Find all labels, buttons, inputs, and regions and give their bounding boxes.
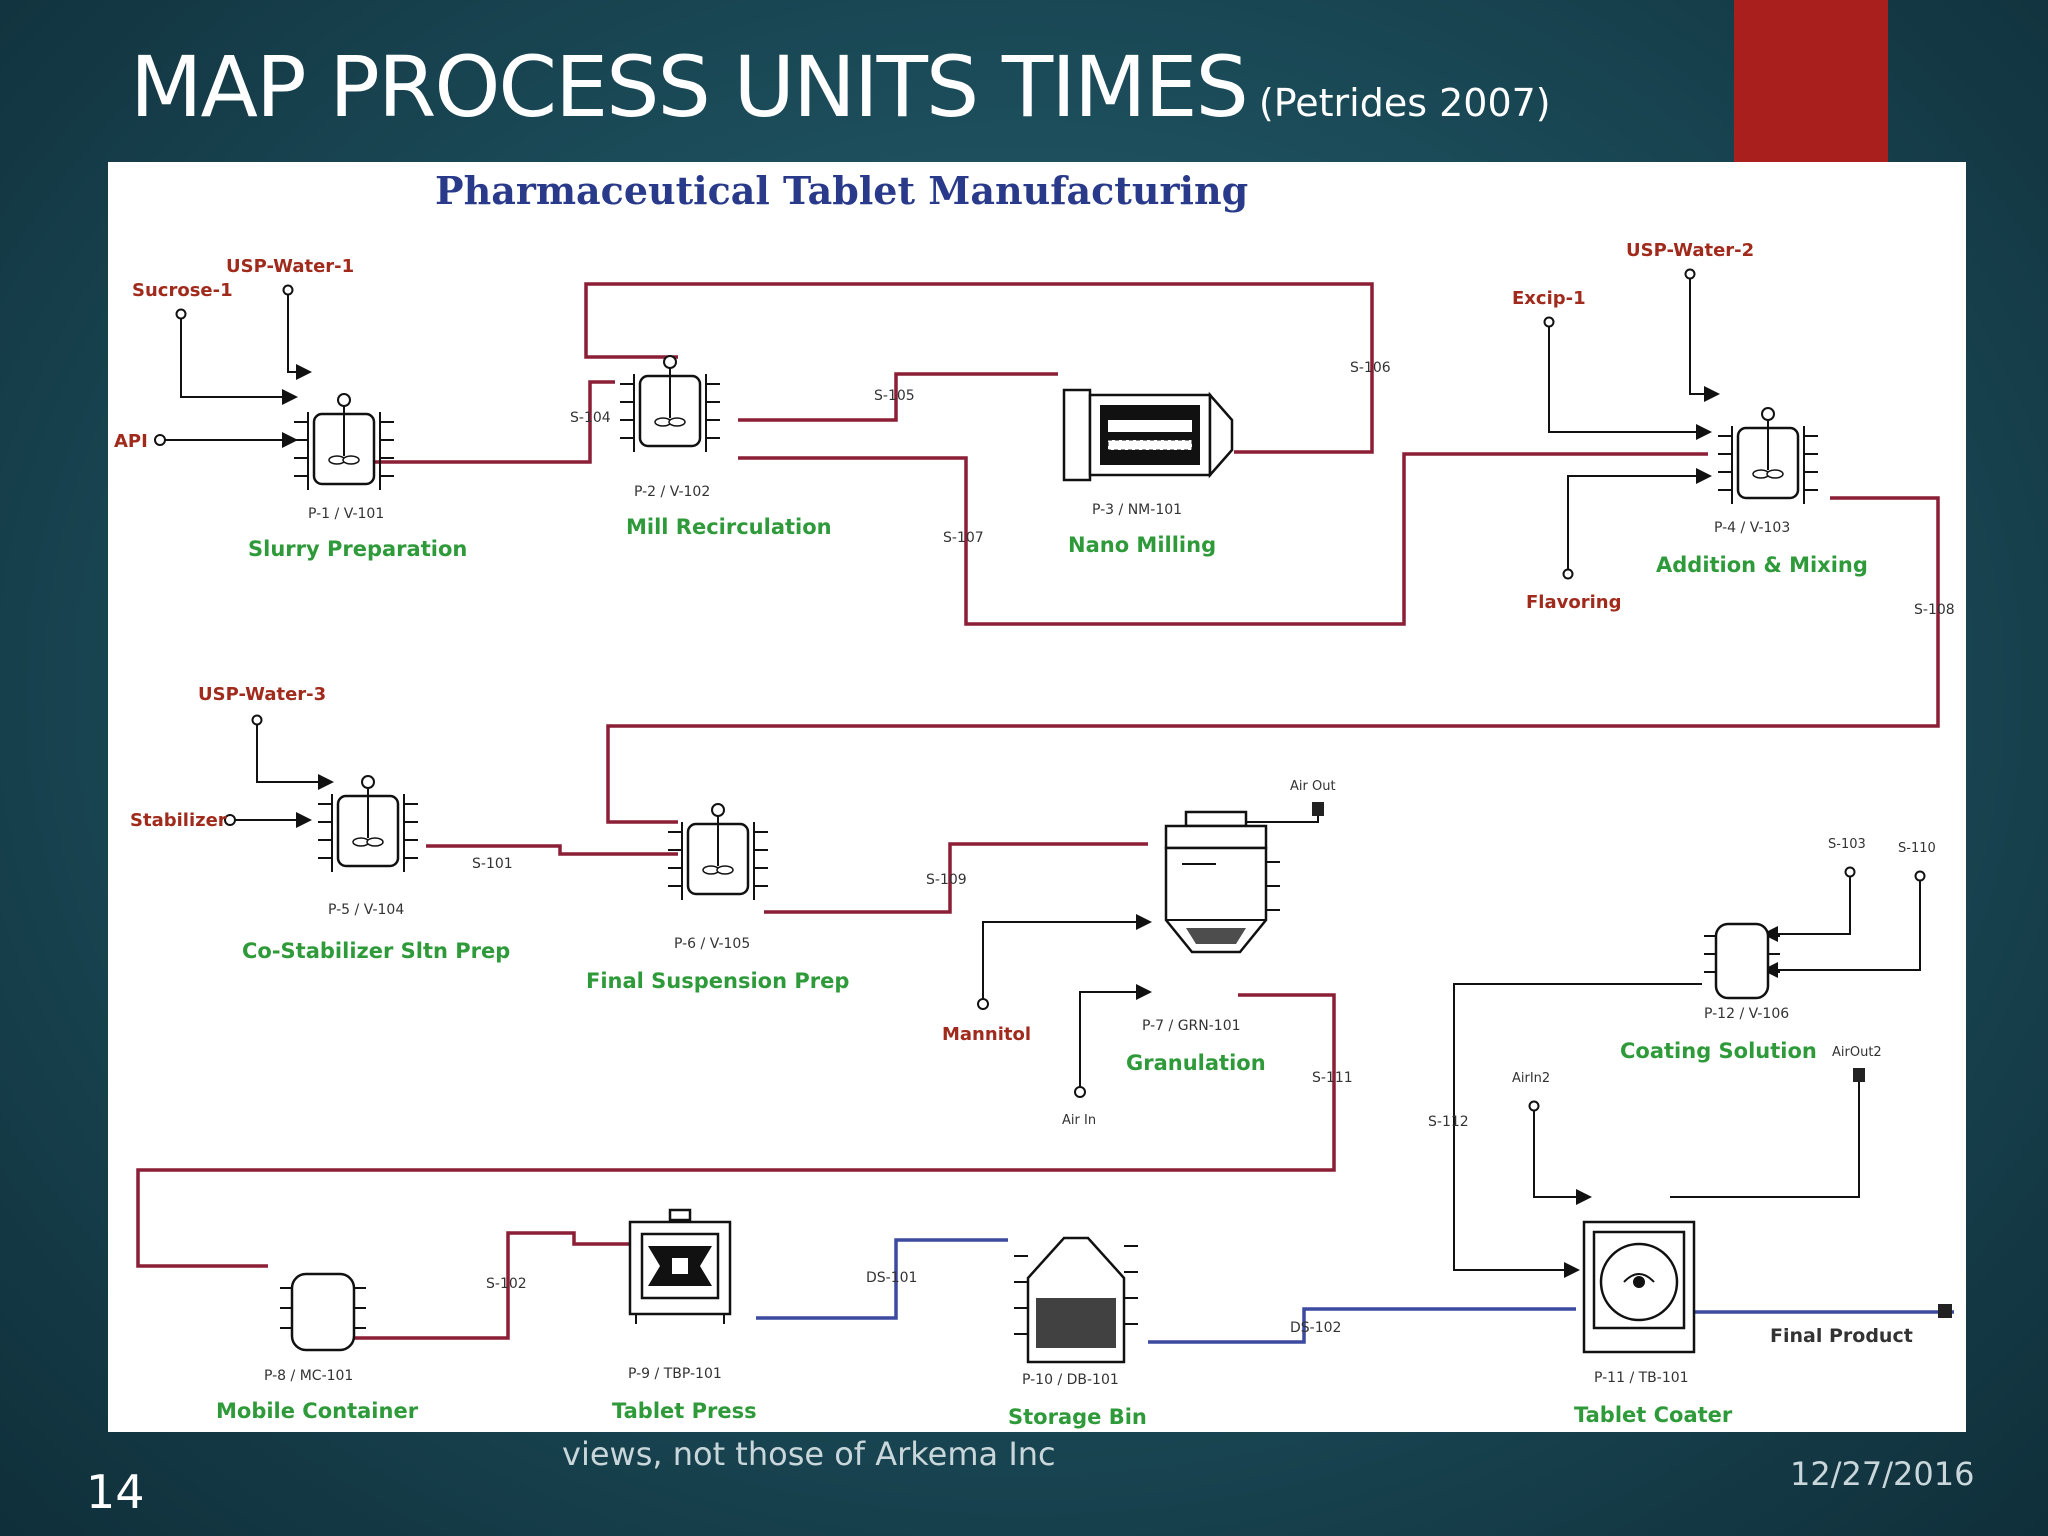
unit-tag-p1: P-1 / V-101 [308, 506, 384, 522]
feed-lines [160, 274, 1921, 1278]
unit-label-p2: Mill Recirculation [626, 515, 832, 539]
slide-date: 12/27/2016 [1790, 1455, 1975, 1493]
unit-label-p6: Final Suspension Prep [586, 969, 849, 993]
unit-label-p9: Tablet Press [612, 1399, 757, 1423]
inlet-label-airin2: AirIn2 [1512, 1071, 1550, 1086]
stream-label-s112: S-112 [1428, 1114, 1469, 1130]
inlet-label-air-in: Air In [1062, 1113, 1096, 1128]
unit-p2-vessel [620, 355, 720, 452]
stream-label-s108: S-108 [1914, 602, 1955, 618]
unit-p3-nano-mill [1062, 388, 1234, 482]
unit-p11-tablet-coater [1582, 1220, 1696, 1354]
stream-label-s104: S-104 [570, 410, 611, 426]
stream-label-s109: S-109 [926, 872, 967, 888]
slide-title-text: MAP PROCESS UNITS TIMES [130, 38, 1249, 136]
flowsheet-panel: Pharmaceutical Tablet Manufacturing [108, 162, 1966, 1432]
unit-tag-p11: P-11 / TB-101 [1594, 1370, 1689, 1386]
inlet-label-air-out: Air Out [1290, 779, 1336, 794]
unit-tag-p5: P-5 / V-104 [328, 902, 404, 918]
inlet-label-s110: S-110 [1898, 841, 1936, 856]
unit-tag-p3: P-3 / NM-101 [1092, 502, 1182, 518]
unit-labels: P-1 / V-101 Slurry Preparation P-2 / V-1… [216, 484, 1868, 1429]
inlet-labels: Sucrose-1 USP-Water-1 API Excip-1 USP-Wa… [114, 240, 1936, 1347]
inlet-label-uspwater2: USP-Water-2 [1626, 240, 1754, 261]
unit-p12-coating-vessel [1704, 922, 1780, 1000]
unit-p5-vessel [318, 775, 418, 872]
inlet-label-flavoring: Flavoring [1526, 592, 1621, 613]
unit-label-p4: Addition & Mixing [1656, 553, 1868, 577]
unit-tag-p9: P-9 / TBP-101 [628, 1366, 722, 1382]
stream-label-s105: S-105 [874, 388, 915, 404]
unit-p8-mobile-container [280, 1272, 366, 1352]
stream-labels: S-104 S-105 S-106 S-107 S-108 S-101 S-10… [472, 360, 1955, 1336]
stream-line-s104 [318, 380, 615, 464]
flowsheet-diagram: Pharmaceutical Tablet Manufacturing [114, 168, 1955, 1429]
unit-label-p10: Storage Bin [1008, 1405, 1147, 1429]
stream-line-ds101 [756, 1238, 1008, 1320]
slide-number: 14 [86, 1465, 145, 1519]
inlet-label-api: API [114, 431, 148, 452]
unit-label-p8: Mobile Container [216, 1399, 419, 1423]
slide-title: MAP PROCESS UNITS TIMES(Petrides 2007) [130, 38, 1551, 136]
stream-line-s102 [352, 1231, 630, 1340]
liquid-streams [136, 282, 1940, 1340]
unit-tag-p4: P-4 / V-103 [1714, 520, 1790, 536]
stream-line-ds102 [1148, 1307, 1576, 1344]
unit-tag-p7: P-7 / GRN-101 [1142, 1018, 1241, 1034]
solid-streams [756, 1238, 1954, 1344]
unit-tag-p12: P-12 / V-106 [1704, 1006, 1789, 1022]
stream-label-s106: S-106 [1350, 360, 1391, 376]
stream-label-s107: S-107 [943, 530, 984, 546]
stream-label-s102: S-102 [486, 1276, 527, 1292]
unit-label-p12: Coating Solution [1620, 1039, 1817, 1063]
inlet-label-airout2: AirOut2 [1832, 1045, 1882, 1060]
diagram-title: Pharmaceutical Tablet Manufacturing [435, 168, 1248, 213]
unit-p9-tablet-press [628, 1208, 732, 1324]
inlet-label-s103: S-103 [1828, 837, 1866, 852]
unit-label-p5: Co-Stabilizer Sltn Prep [242, 939, 510, 963]
stream-label-s111: S-111 [1312, 1070, 1353, 1086]
accent-bar [1734, 0, 1888, 162]
unit-p1-vessel [294, 393, 394, 490]
unit-p6-vessel [668, 803, 768, 900]
unit-label-p11: Tablet Coater [1574, 1403, 1733, 1427]
stream-label-ds102: DS-102 [1290, 1320, 1341, 1336]
stream-label-ds101: DS-101 [866, 1270, 917, 1286]
unit-tag-p2: P-2 / V-102 [634, 484, 710, 500]
stream-line-s111 [136, 993, 1336, 1268]
stream-line-s101 [426, 844, 678, 856]
stream-line-s107 [738, 452, 1708, 626]
final-product-label: Final Product [1770, 1325, 1913, 1347]
unit-p7-granulator [1164, 810, 1280, 954]
inlet-label-uspwater1: USP-Water-1 [226, 256, 354, 277]
final-product-outlet-icon [1938, 1304, 1952, 1318]
stream-line-s105 [738, 372, 1058, 422]
unit-tag-p8: P-8 / MC-101 [264, 1368, 353, 1384]
slide-citation: (Petrides 2007) [1258, 81, 1551, 125]
stream-label-s101: S-101 [472, 856, 513, 872]
footer-disclaimer: views, not those of Arkema Inc [562, 1435, 1056, 1473]
stream-line-s109 [764, 842, 1148, 914]
inlet-label-sucrose1: Sucrose-1 [132, 280, 233, 301]
unit-label-p1: Slurry Preparation [248, 537, 467, 561]
inlet-ports [154, 268, 1926, 1112]
unit-tag-p6: P-6 / V-105 [674, 936, 750, 952]
stream-line-s106 [584, 282, 1374, 454]
unit-p10-storage-bin [1014, 1236, 1138, 1364]
unit-label-p7: Granulation [1126, 1051, 1266, 1075]
unit-tag-p10: P-10 / DB-101 [1022, 1372, 1119, 1388]
inlet-label-stabilizer: Stabilizer [130, 810, 227, 831]
unit-p4-vessel [1718, 407, 1818, 504]
inlet-label-excip1: Excip-1 [1512, 288, 1586, 309]
stream-line-s108 [606, 496, 1940, 824]
inlet-label-uspwater3: USP-Water-3 [198, 684, 326, 705]
inlet-label-mannitol: Mannitol [942, 1024, 1031, 1045]
unit-label-p3: Nano Milling [1068, 533, 1216, 557]
